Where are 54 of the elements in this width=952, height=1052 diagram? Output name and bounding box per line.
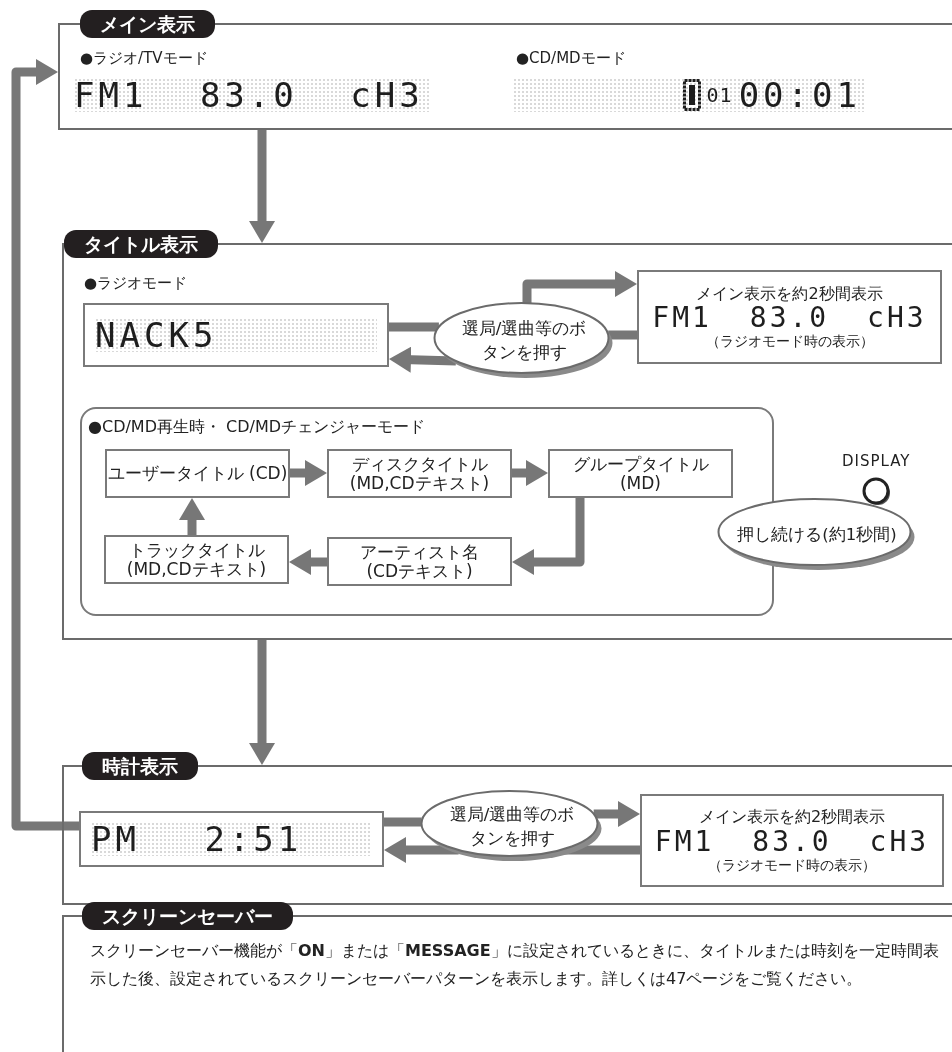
title-box bbox=[548, 449, 733, 498]
arrow bbox=[249, 640, 275, 765]
box-label: アーティスト名 (CDテキスト) bbox=[359, 542, 480, 581]
arrow bbox=[522, 271, 637, 304]
title-box bbox=[327, 537, 512, 586]
lcd-text: 00:01 bbox=[738, 78, 861, 112]
lcd-text: NACK5 bbox=[95, 318, 377, 352]
section-heading: タイトル表示 bbox=[64, 230, 218, 258]
note-text: （ラジオモード時の表示） bbox=[708, 855, 876, 875]
callout-text: 選局/選曲等のボタンを押す bbox=[449, 803, 575, 850]
box-label: ディスクタイトル (MD,CDテキスト) bbox=[348, 454, 491, 493]
lcd-text: FM1 83.0 cH3 bbox=[74, 78, 424, 112]
callout-ellipse bbox=[433, 301, 615, 381]
lcd-text: FM1 83.0 cH3 bbox=[654, 827, 930, 856]
mode-label: ●ラジオ/TVモード bbox=[80, 48, 208, 68]
callout-text: 選局/選曲等のボタンを押す bbox=[461, 318, 587, 364]
lcd-track-number: 01 bbox=[706, 85, 733, 105]
note-text: （ラジオモード時の表示） bbox=[705, 332, 874, 352]
callout-ellipse bbox=[420, 789, 604, 864]
arrow bbox=[289, 549, 327, 575]
arrow bbox=[11, 59, 79, 831]
title-box bbox=[105, 449, 290, 498]
arrow bbox=[512, 460, 548, 486]
arrow bbox=[512, 498, 585, 575]
display-box bbox=[637, 270, 942, 364]
arrow bbox=[593, 801, 640, 827]
mode-label: ●CD/MDモード bbox=[516, 48, 626, 68]
display-box bbox=[640, 794, 944, 887]
description-paragraph: スクリーンセーバー機能が「ON」または「MESSAGE」に設定されているときに、タイトルまたは時刻を一定時間表示した後、設定されているスクリーンセーバーパターンを表示します。詳しくは47ページをご覧ください。 bbox=[90, 940, 940, 990]
box-label: グループタイトル (MD) bbox=[571, 454, 710, 493]
callout-ellipse bbox=[717, 497, 917, 573]
arrow bbox=[249, 130, 275, 243]
callout-text: 押し続ける(約1秒間) bbox=[737, 524, 897, 546]
mode-label: ●CD/MD再生時・ CD/MDチェンジャーモード bbox=[88, 417, 426, 438]
display-box bbox=[79, 811, 384, 867]
arrow bbox=[290, 460, 327, 486]
section-heading: メイン表示 bbox=[80, 10, 215, 38]
lcd-text: PM 2:51 bbox=[91, 822, 372, 856]
title-box bbox=[104, 535, 289, 584]
lcd-text: FM1 83.0 cH3 bbox=[652, 304, 927, 333]
arrow bbox=[179, 498, 205, 535]
arrow bbox=[389, 346, 457, 373]
box-label: トラックタイトル (MD,CDテキスト) bbox=[125, 540, 268, 579]
title-box bbox=[327, 449, 512, 498]
arrow bbox=[384, 837, 459, 863]
button-label: DISPLAY bbox=[842, 452, 911, 470]
mode-label: ●ラジオモード bbox=[84, 273, 188, 293]
lcd-display bbox=[513, 78, 865, 112]
display-box bbox=[83, 303, 389, 367]
note-text: メイン表示を約2秒間表示 bbox=[698, 806, 886, 828]
section-heading: スクリーンセーバー bbox=[82, 902, 293, 930]
note-text: メイン表示を約2秒間表示 bbox=[696, 282, 883, 305]
section-heading: 時計表示 bbox=[82, 752, 198, 780]
box-label: ユーザータイトル (CD) bbox=[107, 464, 288, 483]
